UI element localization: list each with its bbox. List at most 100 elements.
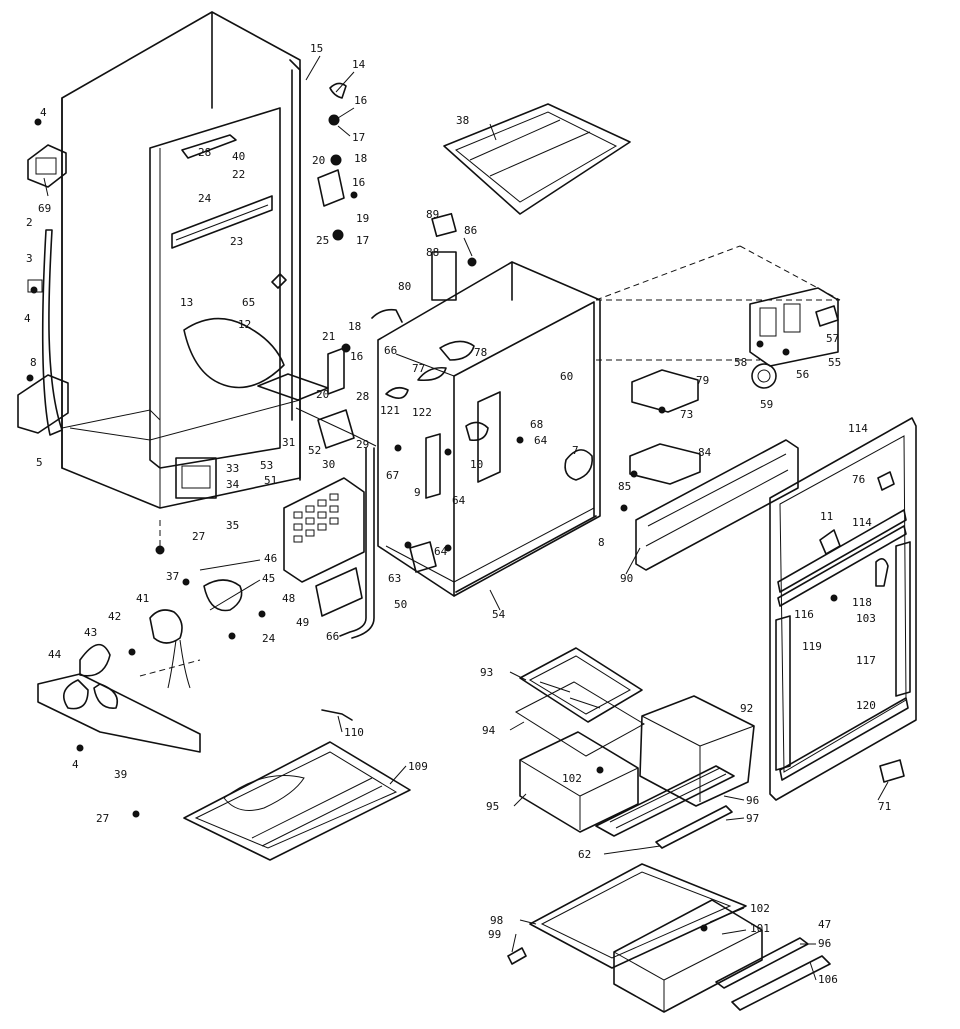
callout-51: 51 [264, 474, 277, 487]
callout-16: 16 [350, 350, 363, 363]
part-99 [507, 947, 527, 965]
shelves-and-crispers [507, 647, 831, 1013]
callout-3: 3 [26, 252, 33, 265]
callout-17: 17 [352, 131, 365, 144]
tubing [295, 407, 377, 639]
callout-66: 66 [384, 344, 397, 357]
part-68 [477, 391, 501, 483]
callout-45: 45 [262, 572, 275, 585]
knob-59 [751, 363, 777, 389]
callout-76: 76 [852, 473, 865, 486]
callout-8: 8 [30, 356, 37, 369]
callout-89: 89 [426, 208, 439, 221]
part-80 [371, 308, 403, 323]
callout-41: 41 [136, 592, 149, 605]
callout-7: 7 [572, 444, 579, 457]
bracket-5 [17, 374, 69, 434]
callout-9: 9 [414, 486, 421, 499]
callout-102: 102 [562, 772, 582, 785]
callout-99: 99 [488, 928, 501, 941]
callout-12: 12 [238, 318, 251, 331]
callout-4: 4 [72, 758, 79, 771]
callout-79: 79 [696, 374, 709, 387]
callout-40: 40 [232, 150, 245, 163]
callout-121: 121 [380, 404, 400, 417]
cover-96 [595, 765, 735, 837]
callout-117: 117 [856, 654, 876, 667]
outer-cabinet [61, 11, 301, 509]
callout-24: 24 [198, 192, 212, 205]
part-88 [431, 251, 457, 301]
leader-lines [43, 55, 889, 981]
cover-49 [315, 567, 363, 617]
callout-77: 77 [412, 362, 425, 375]
callout-65: 65 [242, 296, 255, 309]
callout-10: 10 [470, 458, 483, 471]
divider-114 [777, 509, 907, 593]
callout-43: 43 [84, 626, 97, 639]
callout-21: 21 [322, 330, 335, 343]
callout-53: 53 [260, 459, 273, 472]
callout-4: 4 [40, 106, 47, 119]
part-57 [815, 305, 839, 327]
callout-25: 25 [316, 234, 329, 247]
evaporator-section [37, 477, 365, 818]
callout-49: 49 [296, 616, 309, 629]
callout-48: 48 [282, 592, 295, 605]
callout-92: 92 [740, 702, 753, 715]
callout-39: 39 [114, 768, 127, 781]
callout-31: 31 [282, 436, 295, 449]
callout-19: 19 [356, 212, 369, 225]
liner-parts [171, 82, 358, 499]
callout-5: 5 [36, 456, 43, 469]
callout-27: 27 [192, 530, 205, 543]
callout-52: 52 [308, 444, 321, 457]
callout-54: 54 [492, 608, 506, 621]
callout-64: 64 [434, 545, 448, 558]
drain-pan-109 [183, 709, 411, 861]
callout-22: 22 [232, 168, 245, 181]
callout-24: 24 [262, 632, 276, 645]
callout-34: 34 [226, 478, 240, 491]
callout-labels: 4 69 2 3 4 8 5 15 14 16 17 20 18 16 19 2… [24, 42, 891, 986]
bracket-39 [37, 673, 201, 753]
callout-102: 102 [750, 902, 770, 915]
bracket-69 [27, 144, 67, 188]
callout-37: 37 [166, 570, 179, 583]
callout-110: 110 [344, 726, 364, 739]
callout-85: 85 [618, 480, 631, 493]
callout-88: 88 [426, 246, 439, 259]
callout-20: 20 [316, 388, 329, 401]
callout-38: 38 [456, 114, 469, 127]
callout-60: 60 [560, 370, 573, 383]
part-121 [385, 386, 409, 399]
callout-20: 20 [312, 154, 325, 167]
callout-97: 97 [746, 812, 759, 825]
bin-92 [639, 695, 755, 807]
callout-29: 29 [356, 438, 369, 451]
callout-30: 30 [322, 458, 335, 471]
callout-2: 2 [26, 216, 33, 229]
divider-116 [777, 525, 907, 607]
strip-117 [895, 541, 911, 697]
callout-78: 78 [474, 346, 487, 359]
callout-17: 17 [356, 234, 369, 247]
seal-54 [455, 515, 597, 593]
part-110 [321, 709, 353, 721]
hinge-20 [327, 347, 345, 395]
strip-119 [775, 615, 791, 771]
callout-58: 58 [734, 356, 747, 369]
part-84 [629, 443, 701, 485]
callout-94: 94 [482, 724, 496, 737]
callout-18: 18 [348, 320, 361, 333]
callout-62: 62 [578, 848, 591, 861]
callout-90: 90 [620, 572, 633, 585]
part-10 [465, 421, 489, 442]
crisper-95 [519, 731, 639, 833]
callout-13: 13 [180, 296, 193, 309]
callout-15: 15 [310, 42, 323, 55]
part-79 [631, 369, 699, 413]
callout-98: 98 [490, 914, 503, 927]
callout-18: 18 [354, 152, 367, 165]
